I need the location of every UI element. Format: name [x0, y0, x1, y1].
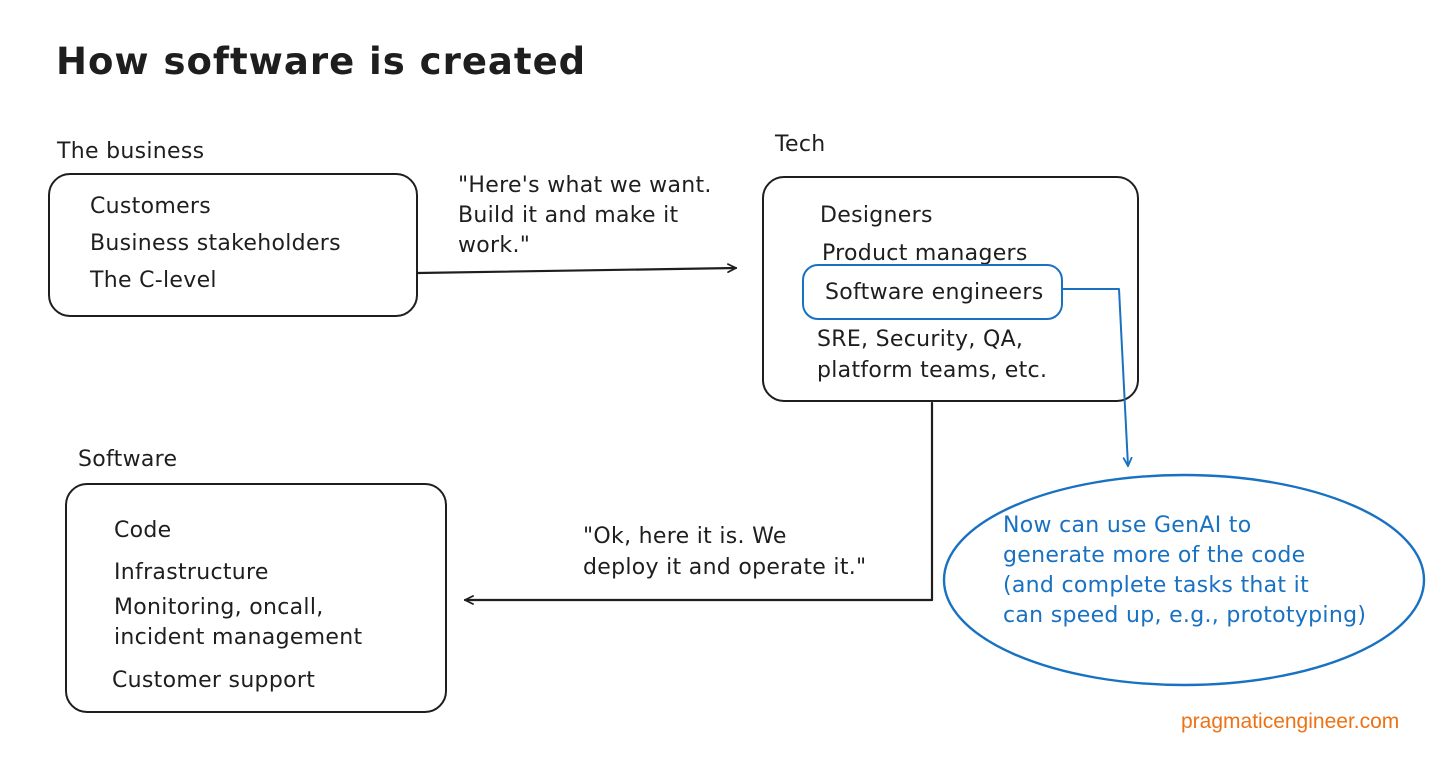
- tech-item-sre-security-qa: SRE, Security, QA, platform teams, etc.: [817, 327, 1048, 383]
- tech-group-label: Tech: [775, 132, 826, 157]
- tech-box: Designers Product managers Software engi…: [762, 176, 1139, 402]
- business-item-stakeholders: Business stakeholders: [90, 231, 341, 256]
- software-box: Code Infrastructure Monitoring, oncall, …: [65, 483, 447, 713]
- site-watermark: pragmaticengineer.com: [1181, 710, 1400, 733]
- business-item-c-level: The C-level: [90, 268, 217, 293]
- tech-item-product-managers: Product managers: [822, 241, 1028, 266]
- software-group-label: Software: [78, 447, 178, 472]
- software-engineers-highlight-box: Software engineers: [802, 264, 1063, 320]
- software-item-monitoring: Monitoring, oncall, incident management: [114, 595, 363, 650]
- business-to-tech-arrow-label: "Here's what we want. Build it and make …: [458, 173, 712, 258]
- software-item-code: Code: [114, 518, 172, 543]
- business-box: Customers Business stakeholders The C-le…: [48, 173, 418, 317]
- business-to-tech-arrow: [416, 263, 738, 275]
- page-title: How software is created: [56, 40, 587, 83]
- business-group-label: The business: [57, 139, 205, 164]
- genai-note-text: Now can use GenAI to generate more of th…: [1003, 513, 1367, 628]
- software-item-customer-support: Customer support: [112, 668, 316, 693]
- tech-item-designers: Designers: [820, 203, 933, 228]
- business-item-customers: Customers: [90, 194, 212, 219]
- tech-to-software-arrow-label: "Ok, here it is. We deploy it and operat…: [583, 524, 867, 580]
- tech-item-software-engineers: Software engineers: [825, 279, 1044, 305]
- software-item-infrastructure: Infrastructure: [114, 560, 269, 585]
